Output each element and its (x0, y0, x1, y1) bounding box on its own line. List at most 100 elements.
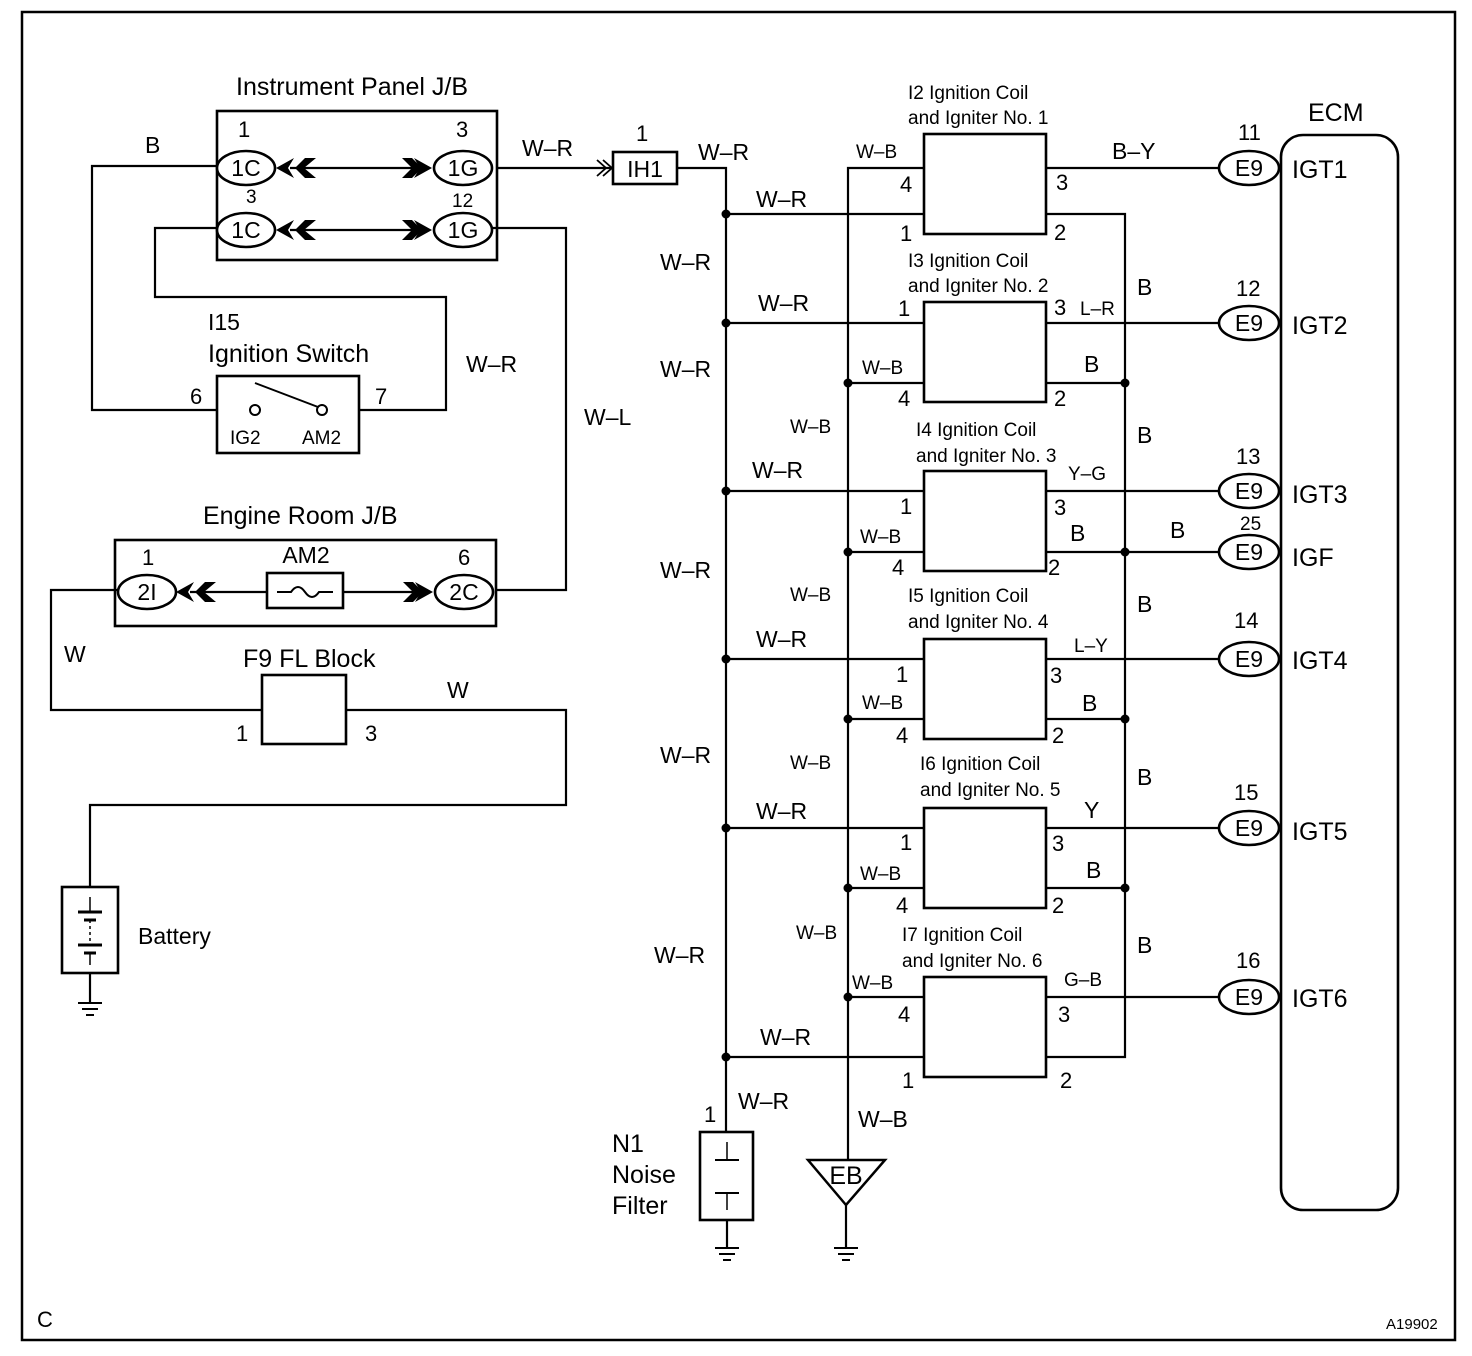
coil-6-pin-4: 4 (898, 1002, 910, 1027)
trunk-w-r-2: W–R (660, 356, 711, 382)
wire-w-left: W (64, 641, 86, 667)
trunk-b-5: B (1137, 932, 1152, 958)
ecm-pin-14: 14 (1234, 608, 1258, 633)
wire-w-r-ip: W–R (466, 351, 517, 377)
ignition-switch: I15 Ignition Switch IG2 AM2 6 7 (190, 309, 387, 455)
coil-3-w-b: W–B (860, 527, 901, 548)
coil-4: I5 Ignition Coil and Igniter No. 4 1 4 3… (896, 586, 1064, 748)
ecm: ECM 11 E9 IGT1 12 E9 IGT2 13 E9 IGT3 25 … (1217, 99, 1400, 1212)
coil-2-pin-4: 4 (898, 386, 910, 411)
er-conn-2i: 2I (137, 579, 156, 605)
trunk-w-r-1: W–R (660, 249, 711, 275)
ecm-igt6: IGT6 (1292, 985, 1348, 1013)
trunk-b-3: B (1137, 591, 1152, 617)
coil-3-pin-3: 3 (1054, 495, 1066, 520)
coil-4-pin-2: 2 (1052, 723, 1064, 748)
ip-conn-1c-bottom: 1C (231, 217, 260, 243)
ecm-conn-e9-3: E9 (1235, 478, 1263, 504)
fl-pin-1: 1 (236, 721, 248, 746)
switch-pin-7: 7 (375, 384, 387, 409)
ih1-label: IH1 (627, 156, 663, 182)
ecm-pin-15: 15 (1234, 780, 1258, 805)
coil-3-b: B (1070, 520, 1085, 546)
battery-symbol (60, 885, 120, 1016)
wire-w-l: W–L (584, 404, 632, 430)
igf-b: B (1170, 517, 1185, 543)
ecm-pin-25: 25 (1240, 514, 1261, 535)
ecm-igt4: IGT4 (1292, 647, 1348, 675)
wire-w-r-to-ih1: W–R (522, 135, 573, 161)
battery-label: Battery (138, 923, 211, 949)
coil-5-line1: I6 Ignition Coil (920, 754, 1040, 775)
coil-2: I3 Ignition Coil and Igniter No. 2 1 4 3… (898, 251, 1066, 411)
wire-w-right: W (447, 677, 469, 703)
ground-eb: EB (805, 1158, 888, 1261)
wire-b-top-left: B (145, 132, 160, 158)
ecm-conn-e9-6: E9 (1235, 815, 1263, 841)
coil-2-b: B (1084, 351, 1099, 377)
ecm-igf: IGF (1292, 544, 1334, 572)
switch-ig2: IG2 (230, 428, 261, 449)
coil-3-pin-1: 1 (900, 494, 912, 519)
coil-4-line2: and Igniter No. 4 (908, 612, 1049, 633)
ignition-switch-id: I15 (208, 309, 240, 335)
noise-filter-line2: Noise (612, 1161, 676, 1189)
engine-room-jb: Engine Room J/B 1 2I 6 2C AM2 (113, 502, 498, 628)
coil-5-pin-2: 2 (1052, 893, 1064, 918)
coil-6-g-b: G–B (1064, 970, 1102, 991)
coil-1-pin-4: 4 (900, 172, 912, 197)
noise-filter-line3: Filter (612, 1192, 668, 1220)
coil-4-pin-3: 3 (1050, 663, 1062, 688)
noise-filter: 1 N1 Noise Filter (612, 1102, 755, 1261)
trunk-w-r-noise: W–R (738, 1088, 789, 1114)
trunk-w-b-4: W–B (796, 923, 837, 944)
trunk-w-r-3: W–R (660, 557, 711, 583)
switch-pin-6: 6 (190, 384, 202, 409)
fl-pin-3: 3 (365, 721, 377, 746)
fl-block: F9 FL Block 1 3 (236, 645, 377, 746)
coil-3-w-r: W–R (752, 457, 803, 483)
corner-label-left: C (37, 1307, 53, 1332)
ip-pin-12: 12 (452, 191, 473, 212)
er-jb-title: Engine Room J/B (203, 502, 398, 530)
ecm-conn-e9-5: E9 (1235, 646, 1263, 672)
coil-6-w-b: W–B (852, 973, 893, 994)
coil-5-b: B (1086, 857, 1101, 883)
coil-1-w-b: W–B (856, 142, 897, 163)
coil-1-b-y: B–Y (1112, 138, 1155, 164)
coil-5: I6 Ignition Coil and Igniter No. 5 1 4 3… (896, 754, 1064, 918)
coil-5-pin-1: 1 (900, 830, 912, 855)
coil-1-pin-2: 2 (1054, 220, 1066, 245)
ecm-pin-13: 13 (1236, 444, 1260, 469)
coil-5-pin-4: 4 (896, 893, 908, 918)
junction-dots (721, 209, 1130, 1062)
ecm-pin-11: 11 (1238, 120, 1261, 145)
coil-3-line1: I4 Ignition Coil (916, 420, 1036, 441)
coil-1: I2 Ignition Coil and Igniter No. 1 4 1 3… (900, 83, 1068, 246)
er-pin-1: 1 (142, 545, 154, 570)
trunk-w-b-1: W–B (790, 417, 831, 438)
instrument-panel-jb: Instrument Panel J/B 1 1C 3 1G 3 1C 12 1… (215, 73, 499, 262)
coil-3-pin-4: 4 (892, 555, 904, 580)
ip-pin-1: 1 (238, 117, 250, 142)
trunk-w-b-3: W–B (790, 753, 831, 774)
coil-3-line2: and Igniter No. 3 (916, 446, 1056, 467)
fuse-am2-label: AM2 (282, 542, 329, 568)
coil-3: I4 Ignition Coil and Igniter No. 3 1 4 3… (892, 420, 1066, 580)
coil-2-pin-3: 3 (1054, 295, 1066, 320)
wire-w-r-after-ih1: W–R (698, 139, 749, 165)
coil-6-pin-3: 3 (1058, 1002, 1070, 1027)
coil-3-y-g: Y–G (1068, 464, 1106, 485)
ecm-igt2: IGT2 (1292, 312, 1348, 340)
coil-4-b: B (1082, 690, 1097, 716)
coil-2-w-b: W–B (862, 358, 903, 379)
trunk-b-2: B (1137, 422, 1152, 448)
noise-filter-line1: N1 (612, 1130, 644, 1158)
coil-1-w-r: W–R (756, 186, 807, 212)
ecm-igt3: IGT3 (1292, 481, 1348, 509)
ecm-pin-12: 12 (1236, 276, 1260, 301)
coil-6: I7 Ignition Coil and Igniter No. 6 4 1 3… (898, 925, 1072, 1093)
coil-4-l-y: L–Y (1074, 636, 1108, 657)
ih1-pin: 1 (636, 121, 648, 146)
wire-w-b-ground: W–B (858, 1106, 908, 1132)
